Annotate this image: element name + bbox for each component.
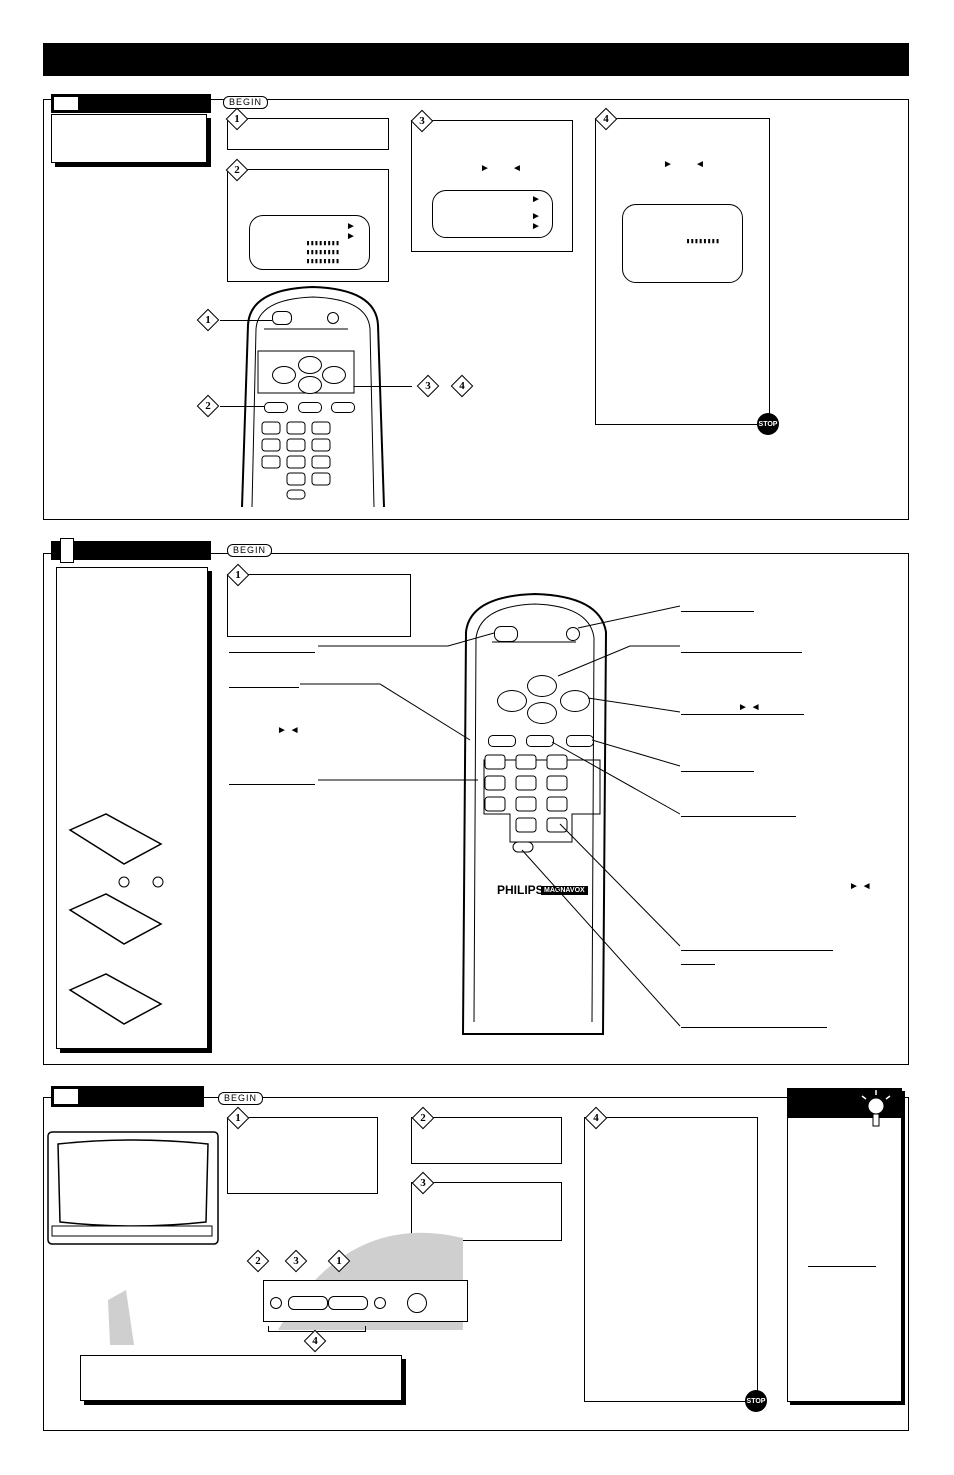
s1-remote-power-button[interactable] [272, 311, 292, 325]
s2-remote-left-button[interactable] [497, 690, 527, 712]
s2-remote-right-button[interactable] [560, 690, 590, 712]
s1-callout-line-2 [220, 406, 264, 407]
s1-step4-arrow-left: ◄ [695, 159, 705, 170]
s1-remote-down-button[interactable] [298, 376, 322, 394]
s2-label-right-8 [681, 1027, 827, 1028]
s1-step1-box [227, 118, 389, 150]
s2-remote-menu-button[interactable] [488, 735, 516, 747]
s1-step3-screen-arrow-2: ► [531, 211, 541, 222]
s2-label-right-3 [681, 714, 804, 715]
s2-label-right-5 [681, 816, 796, 817]
tv-icon [53, 1088, 79, 1105]
s2-remote-sleep-button[interactable] [566, 627, 580, 641]
s2-right-arrow-pair-2: ► ◄ [849, 881, 872, 892]
s1-remote-sleep-button[interactable] [327, 312, 339, 324]
s2-remote-mute-button[interactable] [566, 735, 594, 747]
s2-remote-up-button[interactable] [527, 675, 557, 697]
s2-label-right-2 [681, 652, 802, 653]
s2-remote-down-button[interactable] [527, 702, 557, 724]
s1-callout-line-3 [354, 386, 412, 387]
s2-step1-box [227, 574, 411, 637]
header-bar [43, 43, 909, 76]
tv-panel-button-1[interactable] [270, 1297, 282, 1309]
section-1-panel [43, 99, 909, 520]
s1-step3-arrow-right: ► [480, 163, 490, 174]
s2-label-left-3 [229, 784, 315, 785]
s2-brand-philips: PHILIPS [497, 883, 544, 897]
section-3-panel [43, 1097, 909, 1431]
s1-remote-up-button[interactable] [298, 356, 322, 374]
s1-step2-bar-3: ▮▮▮▮▮▮▮▮ [306, 257, 340, 265]
section-1-tab [51, 94, 211, 113]
s3-step1-box [227, 1117, 378, 1194]
tv-panel-caption-box [80, 1355, 402, 1401]
s1-step3-screen [432, 190, 553, 238]
s2-left-arrow-pair: ► ◄ [277, 725, 300, 736]
tip-sidebar [787, 1088, 902, 1402]
tv-panel-volume-buttons[interactable] [288, 1296, 328, 1310]
s1-step2-bar-1: ▮▮▮▮▮▮▮▮ [306, 239, 340, 247]
tv-panel-channel-buttons[interactable] [328, 1296, 368, 1310]
s2-label-right-6 [681, 950, 833, 951]
s1-step4-bar: ▮▮▮▮▮▮▮▮ [686, 237, 720, 245]
s1-stop-icon: STOP [757, 413, 779, 435]
section-1-intro-box [51, 114, 207, 163]
s1-remote-keypad[interactable] [258, 420, 338, 505]
section-2-panel [43, 553, 909, 1065]
tv-panel-button-2[interactable] [374, 1297, 386, 1309]
s1-step3-screen-arrow-3: ► [531, 221, 541, 232]
s2-remote-status-button[interactable] [526, 735, 554, 747]
s2-label-right-1 [681, 611, 754, 612]
s1-step4-screen [622, 204, 743, 283]
s2-remote-keypad[interactable] [482, 752, 582, 862]
s1-step2-arrow-2: ► [346, 231, 356, 242]
s2-right-arrow-pair-1: ► ◄ [738, 702, 761, 713]
remote-icon [60, 538, 74, 563]
section-2-begin: BEGIN [227, 544, 273, 557]
s2-label-right-4 [681, 771, 754, 772]
s3-stop-icon: STOP [745, 1390, 767, 1412]
s3-step4-box [584, 1117, 758, 1402]
s3-step3-box [411, 1182, 562, 1241]
s1-remote [241, 285, 385, 508]
s2-label-left-2 [229, 687, 299, 688]
s2-brand-magnavox: MAGNAVOX [541, 886, 588, 895]
s1-remote-menu-button[interactable] [264, 402, 288, 413]
s1-step4-arrow-right: ► [663, 159, 673, 170]
s1-remote-left-button[interactable] [272, 366, 296, 384]
section-1-begin: BEGIN [223, 96, 269, 109]
s1-step3-arrow-left: ◄ [512, 163, 522, 174]
s3-step2-box [411, 1117, 562, 1164]
s1-step2-bar-2: ▮▮▮▮▮▮▮▮ [306, 248, 340, 256]
s1-remote-right-button[interactable] [322, 366, 346, 384]
s1-step3-screen-arrow-1: ► [531, 194, 541, 205]
section-2-sidebar [56, 567, 208, 1049]
s2-label-right-7 [681, 964, 715, 965]
tip-divider [808, 1266, 876, 1267]
lightbulb-icon [861, 1090, 891, 1127]
s1-callout-line-1 [220, 320, 272, 321]
section-2-tab [51, 541, 211, 560]
s1-remote-mute-button[interactable] [331, 402, 355, 413]
section-3-tab [51, 1086, 204, 1107]
s2-remote-power-button[interactable] [494, 626, 518, 642]
tv-panel-power-button[interactable] [407, 1293, 427, 1313]
section-1-tab-icon [53, 96, 79, 111]
section-3-begin: BEGIN [218, 1092, 264, 1105]
s2-label-left-1 [229, 652, 315, 653]
s1-step2-screen [249, 215, 370, 270]
battery-install-illustration [68, 813, 164, 1025]
s1-step2-arrow-1: ► [346, 221, 356, 232]
s1-remote-status-button[interactable] [298, 402, 322, 413]
